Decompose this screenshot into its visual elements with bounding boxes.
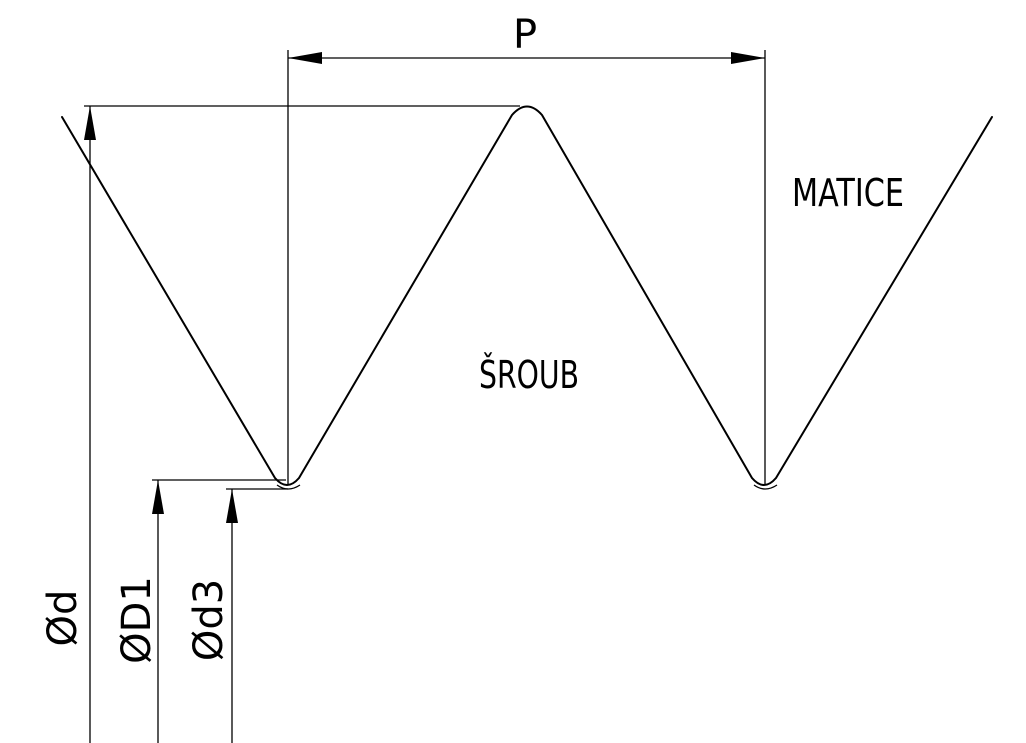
major-diameter-arrow: [84, 106, 96, 140]
major-diameter-label: Ød: [40, 590, 86, 647]
minor-diameter-screw-label: Ød3: [186, 579, 232, 661]
root-arc-left: [276, 484, 301, 490]
minor-diameter-nut-label: ØD1: [114, 576, 160, 664]
root-arc-right: [753, 484, 778, 490]
screw-label: ŠROUB: [479, 353, 579, 397]
minor-diameter-screw-arrow: [226, 489, 238, 523]
nut-label: MATICE: [792, 171, 904, 215]
thread-profile-line: [61, 105, 993, 486]
pitch-label: P: [513, 12, 537, 58]
pitch-arrow-left: [288, 52, 322, 64]
minor-diameter-nut-arrow: [152, 480, 164, 514]
pitch-arrow-right: [731, 52, 765, 64]
